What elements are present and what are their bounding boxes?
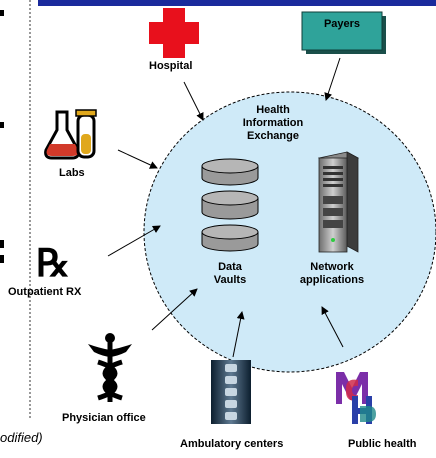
arrow-public-health bbox=[321, 306, 344, 348]
arrow-ambulatory-centers bbox=[232, 311, 245, 358]
svg-text:℞: ℞ bbox=[36, 240, 70, 285]
edge-mark bbox=[0, 10, 4, 16]
spine-xray-icon bbox=[211, 360, 251, 424]
arrow-outpatient-rx bbox=[107, 225, 161, 257]
physician-office-label: Physician office bbox=[62, 412, 146, 424]
edge-mark bbox=[0, 255, 4, 263]
arrow-labs bbox=[117, 149, 158, 169]
payers-box-icon bbox=[301, 11, 386, 54]
server-tower-icon bbox=[317, 151, 360, 253]
network-applications-label: Network applications bbox=[299, 261, 365, 286]
rx-symbol-icon: ℞ bbox=[36, 240, 70, 285]
red-cross-icon bbox=[149, 8, 199, 58]
public-health-label: Public health bbox=[348, 438, 417, 450]
arrow-hospital bbox=[183, 81, 204, 121]
labs-label: Labs bbox=[59, 167, 85, 179]
source-caption: odified) bbox=[0, 430, 43, 445]
data-vaults-label: Data Vaults bbox=[213, 261, 247, 286]
top-bar bbox=[38, 0, 436, 6]
hie-label: Health Information Exchange bbox=[242, 104, 304, 142]
hospital-label: Hospital bbox=[149, 60, 193, 72]
arrow-physician-office bbox=[151, 288, 198, 331]
arrow-payers bbox=[324, 57, 341, 101]
caduceus-icon bbox=[88, 333, 132, 402]
lab-flasks-icon bbox=[44, 109, 97, 160]
outpatient-rx-label: Outpatient RX bbox=[8, 286, 82, 298]
edge-mark bbox=[0, 122, 4, 128]
database-disks-icon bbox=[201, 158, 259, 252]
public-health-logo-icon bbox=[336, 372, 376, 424]
payers-label: Payers bbox=[323, 18, 361, 30]
edge-mark bbox=[0, 240, 4, 248]
ambulatory-centers-label: Ambulatory centers bbox=[180, 438, 284, 450]
